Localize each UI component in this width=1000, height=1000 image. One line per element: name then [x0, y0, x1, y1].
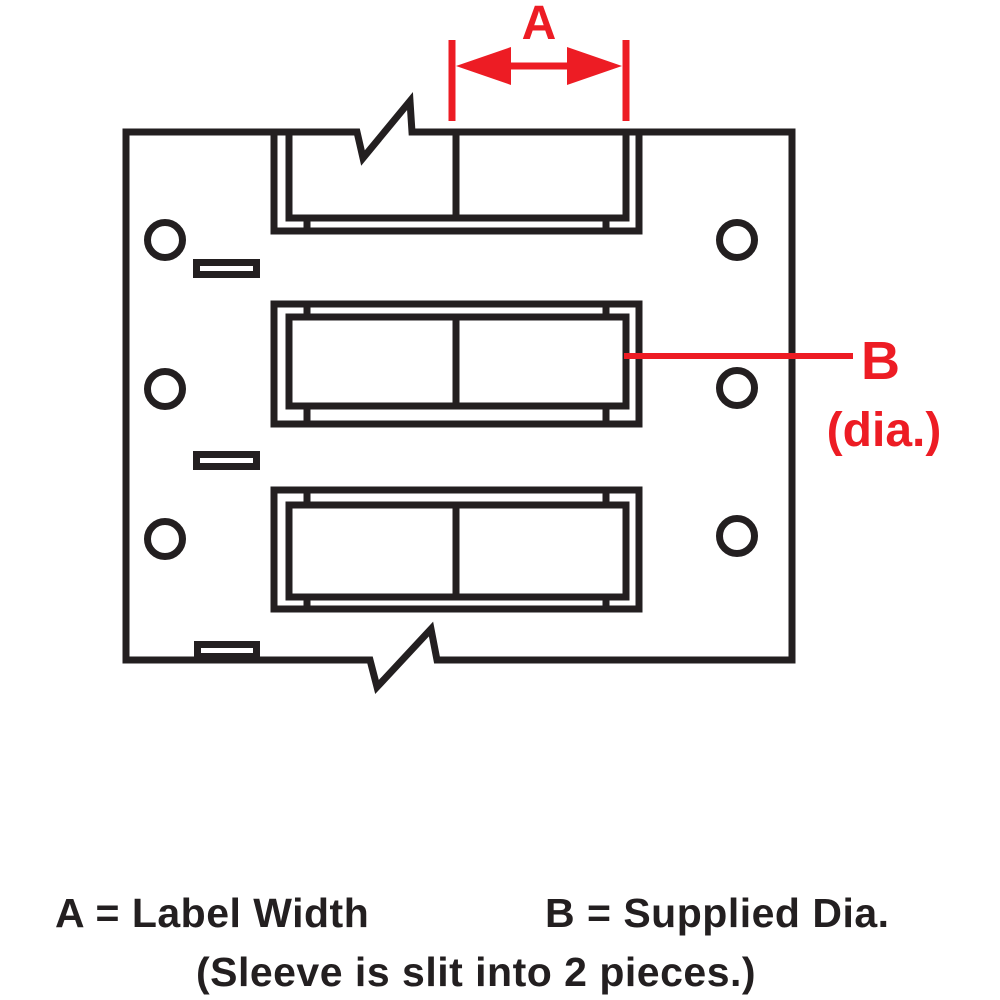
legend-a-definition: A = Label Width	[55, 890, 369, 936]
sleeve-row-top	[270, 129, 643, 235]
dimension-b-sublabel: (dia.)	[827, 404, 942, 457]
registration-slot	[193, 451, 260, 470]
feed-hole	[144, 219, 186, 261]
legend-b-definition: B = Supplied Dia.	[545, 890, 890, 936]
arrowhead-right-icon	[567, 47, 622, 85]
feed-hole	[144, 518, 186, 560]
sleeve-row-bottom	[270, 486, 643, 613]
registration-slot	[193, 259, 260, 278]
dimension-a-group	[448, 40, 630, 121]
carrier-linework	[122, 91, 796, 695]
sleeve-row-middle	[270, 300, 643, 428]
registration-slot	[194, 641, 260, 660]
feed-hole	[144, 368, 186, 410]
dimension-b-label: B	[861, 331, 900, 391]
feed-hole	[716, 219, 758, 261]
feed-hole	[716, 515, 758, 557]
dimension-a-label: A	[522, 0, 557, 50]
legend-note: (Sleeve is slit into 2 pieces.)	[196, 949, 756, 995]
carrier-outline	[122, 91, 796, 695]
feed-hole	[716, 367, 758, 409]
arrowhead-left-icon	[456, 47, 511, 85]
